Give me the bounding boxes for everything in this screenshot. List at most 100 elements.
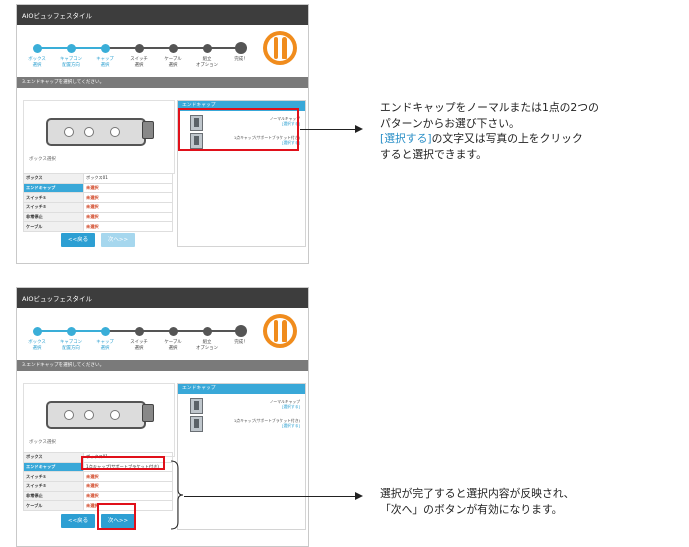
option-name: 1点キャップ(サポートブラケット付き) <box>233 135 300 140</box>
select-link-single[interactable]: [選択する] <box>281 139 300 145</box>
option-normal-cap[interactable]: ノーマルキャップ [選択する] <box>269 116 300 126</box>
highlight-selected-value <box>81 456 165 470</box>
spec-value: ボックス01 <box>83 173 173 184</box>
step-dot-3 <box>100 44 110 53</box>
select-link-normal[interactable]: [選択する] <box>281 403 300 409</box>
step-dot-4 <box>134 327 144 336</box>
app-header: AIOビュッフェスタイル <box>17 5 308 25</box>
select-link-reference: [選択する] <box>380 132 432 145</box>
spec-value: 未選択 <box>83 211 173 223</box>
spec-key: スイッチ② <box>23 202 84 213</box>
highlight-options-box <box>178 108 299 151</box>
control-box-image <box>46 118 146 146</box>
step-label-3: キャップ 選択 <box>96 340 114 351</box>
spec-key: 非常停止 <box>23 490 84 502</box>
step-dot-4 <box>134 44 144 53</box>
step-label-4: スイッチ 選択 <box>130 57 148 68</box>
note-line: [選択する]の文字又は写真の上をクリック <box>380 132 583 145</box>
select-link-normal[interactable]: [選択する] <box>281 120 300 126</box>
step-dot-2 <box>66 44 76 53</box>
options-header: エンドキャップ <box>178 384 305 394</box>
spec-value: 未選択 <box>83 500 173 512</box>
step-dot-6 <box>202 44 212 53</box>
spec-key: エンドキャップ <box>23 182 84 194</box>
note-line: 選択が完了すると選択内容が反映され、 <box>380 487 575 500</box>
highlight-next-button <box>97 503 136 530</box>
options-header: エンドキャップ <box>178 101 305 111</box>
step-dot-5 <box>168 44 178 53</box>
step-dot-1 <box>32 44 42 53</box>
step-label-1: ボックス 選択 <box>28 57 46 68</box>
arrow-right-icon <box>355 125 363 133</box>
app-title: AIOビュッフェスタイル <box>22 295 92 303</box>
spec-key: ケーブル <box>23 221 84 233</box>
step-dot-7 <box>235 42 247 54</box>
endcap-options-panel: エンドキャップ ノーマルキャップ [選択する] 1点キャップ(サポートブラケット… <box>177 383 306 530</box>
option-single-cap[interactable]: 1点キャップ(サポートブラケット付き) [選択する] <box>233 418 300 428</box>
preview-caption: ボックス選択 <box>29 157 56 162</box>
step-dot-1 <box>32 327 42 336</box>
table-row: ボックスボックス01 <box>23 173 173 184</box>
option-name: 1点キャップ(サポートブラケット付き) <box>233 418 300 423</box>
single-cap-thumbnail[interactable] <box>190 133 203 149</box>
spec-value: 未選択 <box>83 182 173 194</box>
progress-stepper: ボックス 選択 キャブコン 配置方向 キャップ 選択 スイッチ 選択 ケーブル … <box>17 25 308 77</box>
step-label-2: キャブコン 配置方向 <box>60 340 82 351</box>
step-dot-3 <box>100 327 110 336</box>
app-title: AIOビュッフェスタイル <box>22 12 92 20</box>
step-label-1: ボックス 選択 <box>28 340 46 351</box>
next-button-enabled[interactable]: 次へ>> <box>101 514 135 528</box>
option-normal-cap[interactable]: ノーマルキャップ [選択する] <box>269 399 300 409</box>
spec-value: 未選択 <box>83 221 173 233</box>
normal-cap-thumbnail[interactable] <box>190 115 203 131</box>
next-button-disabled[interactable]: 次へ>> <box>101 233 135 247</box>
step-label-5: ケーブル 選択 <box>164 57 182 68</box>
table-row: ケーブル未選択 <box>23 500 173 512</box>
spec-key: スイッチ① <box>23 192 84 204</box>
option-name: ノーマルキャップ <box>269 116 300 121</box>
screenshot-after-selection: AIOビュッフェスタイル ボックス 選択 キャブコン 配置方向 キャップ 選択 … <box>16 287 309 547</box>
explanation-note-2: 選択が完了すると選択内容が反映され、 「次へ」のボタンが有効になります。 <box>380 486 574 517</box>
spec-key: ケーブル <box>23 500 84 512</box>
spec-key: スイッチ① <box>23 471 84 483</box>
back-button[interactable]: <<戻る <box>61 233 95 247</box>
explanation-note-1: エンドキャップをノーマルまたは1点の2つの パターンからお選び下さい。 [選択す… <box>380 100 599 162</box>
back-button[interactable]: <<戻る <box>61 514 95 528</box>
single-cap-thumbnail[interactable] <box>190 416 203 432</box>
step-label-5: ケーブル 選択 <box>164 340 182 351</box>
progress-stepper: ボックス 選択 キャブコン 配置方向 キャップ 選択 スイッチ 選択 ケーブル … <box>17 308 308 360</box>
brand-logo-icon <box>263 31 297 65</box>
cable-gland-image <box>142 404 154 422</box>
brand-logo-icon <box>263 314 297 348</box>
product-preview: ボックス選択 <box>23 100 175 174</box>
preview-caption: ボックス選択 <box>29 440 56 445</box>
spec-value: 未選択 <box>83 192 173 204</box>
option-single-cap[interactable]: 1点キャップ(サポートブラケット付き) [選択する] <box>233 135 300 145</box>
spec-value: 未選択 <box>83 481 173 492</box>
arrow-line-1 <box>300 129 356 130</box>
option-name: ノーマルキャップ <box>269 399 300 404</box>
step-dot-6 <box>202 327 212 336</box>
select-link-single[interactable]: [選択する] <box>281 422 300 428</box>
note-line: 「次へ」のボタンが有効になります。 <box>380 502 563 516</box>
step-dot-2 <box>66 327 76 336</box>
step-label-6: 組立 オプション <box>196 57 218 68</box>
endcap-options-panel: エンドキャップ ノーマルキャップ [選択する] 1点キャップ(サポートブラケット… <box>177 100 306 247</box>
step-label-2: キャブコン 配置方向 <box>60 57 82 68</box>
spec-key: スイッチ② <box>23 481 84 492</box>
spec-value: 未選択 <box>83 202 173 213</box>
note-line: すると選択できます。 <box>380 147 487 161</box>
table-row-selected: エンドキャップ未選択 <box>23 182 173 194</box>
step-label-7: 完成！ <box>234 340 248 345</box>
spec-key: エンドキャップ <box>23 461 84 473</box>
normal-cap-thumbnail[interactable] <box>190 398 203 414</box>
spec-key: ボックス <box>23 452 84 463</box>
arrow-right-icon <box>355 492 363 500</box>
spec-key: ボックス <box>23 173 84 184</box>
note-line: エンドキャップをノーマルまたは1点の2つの <box>380 101 599 114</box>
instruction-bar: 3.エンドキャップを選択してください。 <box>17 360 308 371</box>
